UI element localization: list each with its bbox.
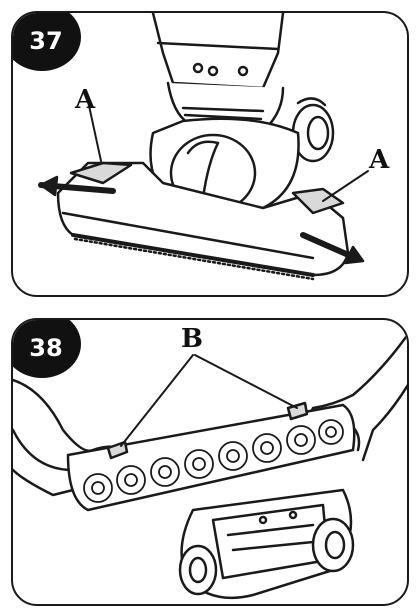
brushroll-removal-illustration xyxy=(13,333,407,600)
step-37-panel: 37 A A xyxy=(11,11,409,297)
step-38-panel: 38 B xyxy=(11,318,409,606)
step-number-badge: 37 xyxy=(13,13,81,71)
vacuum-nozzle-illustration xyxy=(38,13,369,281)
callout-label-b: B xyxy=(181,324,203,354)
callout-label-a-right: A xyxy=(369,145,390,175)
callout-label-a-left: A xyxy=(75,85,96,115)
